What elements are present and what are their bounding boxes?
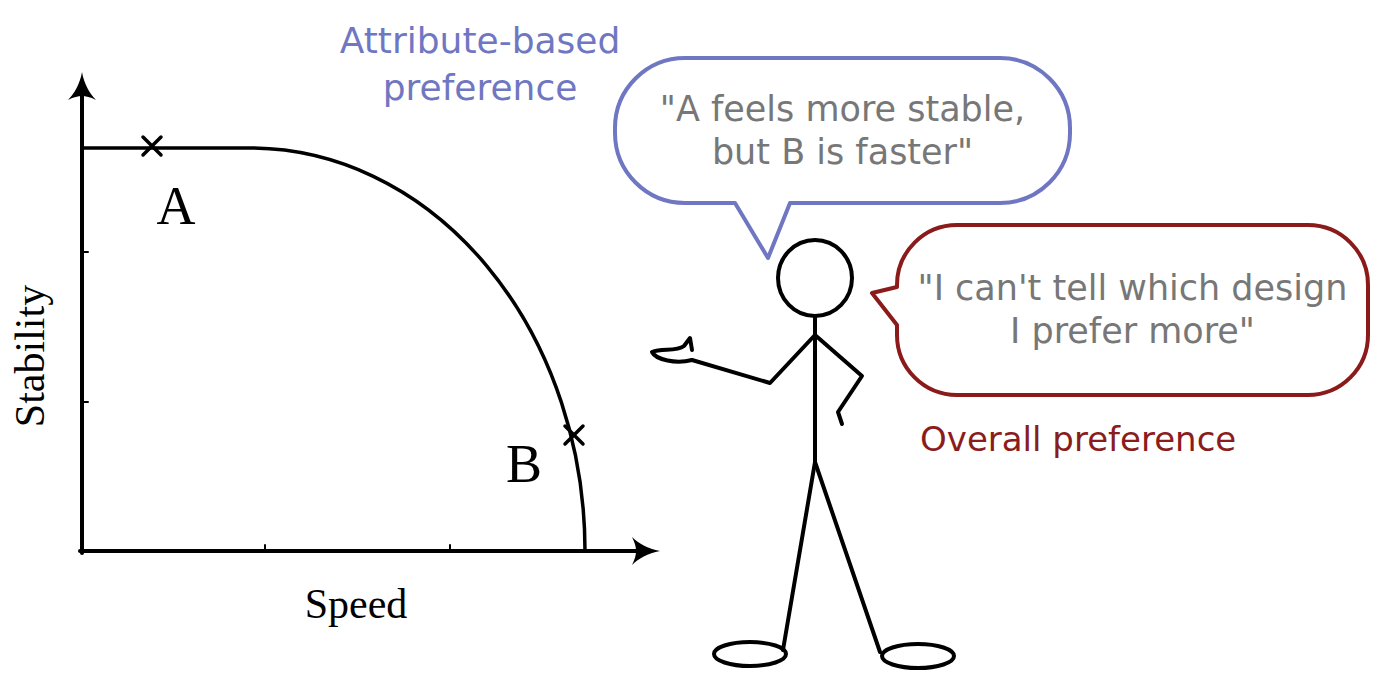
point-marker [143,137,161,155]
axis-label: Speed [305,583,408,625]
axis-label: Stability [9,285,51,427]
speech-bubble: Attribute-based preference"A feels more … [615,58,1070,203]
x-axis [80,549,638,553]
speech-text: "I can't tell which design I prefer more… [915,267,1350,352]
tick [449,545,451,551]
arrowhead [68,72,96,100]
tick [82,401,88,403]
bubble-heading: Overall preference [920,417,1236,461]
pareto-curve [82,148,585,551]
y-axis [80,92,84,553]
tick [82,251,88,253]
point-label: B [506,437,542,491]
arrowhead [632,537,660,565]
bubble-heading: Attribute-based preference [310,18,650,112]
point-marker [565,426,583,444]
speech-bubble: "I can't tell which design I prefer more… [897,225,1368,395]
speech-text: "A feels more stable, but B is faster" [641,88,1044,173]
bubble-outline [897,225,1368,395]
bubble-outline [615,58,1070,203]
point-label: A [157,179,196,233]
tick [264,545,266,551]
